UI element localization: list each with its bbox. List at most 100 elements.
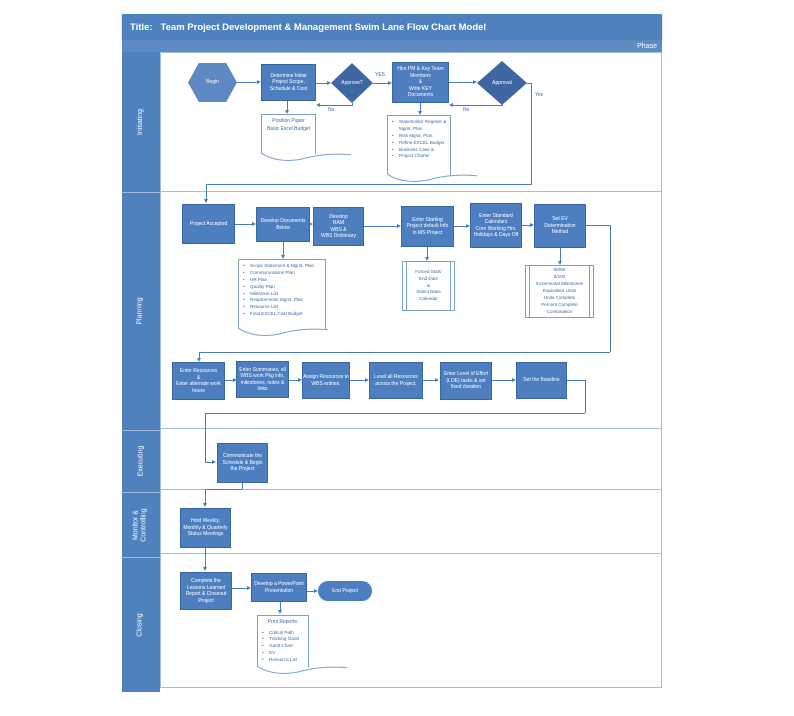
connector-complete-ppt (232, 588, 247, 589)
print-reports-title: Print Reports: (267, 619, 299, 625)
connector-ppt-end (307, 591, 314, 592)
lane-label-closing: Closing (122, 557, 160, 692)
project-accepted-process: Project Accepted (182, 204, 235, 244)
arrowhead (530, 223, 534, 227)
enter-summaries-process: Enter Summaries, all WBS work Pkg info, … (236, 361, 289, 398)
connector-ppt-printdoc (280, 602, 281, 610)
list-item: •Tracking Gantt (262, 636, 299, 642)
arrowhead (388, 81, 392, 85)
connector-approve-hire (373, 83, 388, 84)
list-item: •Milestone List (243, 290, 279, 296)
arrowhead (425, 257, 429, 261)
determine-scope-process: Determine Initial Project Scope, Schedul… (261, 64, 316, 101)
connector-approve-no (320, 105, 353, 106)
connector-standard-setev (522, 225, 530, 226)
arrowhead (233, 378, 237, 382)
connector-hold-complete (205, 548, 206, 567)
connector-baseline-communicate (205, 413, 206, 462)
connector-approval-no (453, 105, 503, 106)
arrowhead (204, 199, 208, 203)
approval-no-label: No (463, 107, 470, 113)
develop-ram-wbs-process: Develop RAM WBS & WBS Dictionary (313, 207, 364, 246)
arrowhead (327, 81, 331, 85)
arrowhead (435, 378, 439, 382)
list-item: •Critical Path (262, 629, 294, 635)
lane-monitoring (160, 489, 662, 554)
connector-starting-standard (454, 226, 466, 227)
list-item: •Risk Mgmt. Plan (392, 132, 433, 138)
level-resources-process: Level all Resources across the Project. (369, 362, 423, 399)
list-item: •Project Charter (392, 153, 430, 159)
diagram-title: Team Project Development & Management Sw… (160, 21, 487, 33)
arrowhead (397, 224, 401, 228)
arrowhead (247, 586, 251, 590)
arrowhead (466, 224, 470, 228)
document-wave-edge (261, 153, 351, 162)
set-ev-method-process: Set EV Determination Method (534, 204, 586, 248)
diagram-title-bar: Title: Team Project Development & Manage… (122, 14, 662, 40)
connector-accepted-developdocs (235, 224, 252, 225)
connector-baseline-communicate (205, 413, 585, 414)
print-reports-document: Print Reports: •Critical Path•Tracking G… (257, 615, 309, 667)
lane-closing (160, 553, 662, 688)
enter-resources-process: Enter Resources & Enter alternate work h… (172, 362, 225, 400)
list-item: •Resource List (243, 304, 279, 310)
arrowhead (197, 358, 201, 362)
end-project-terminator: End Project (318, 581, 372, 601)
list-item: •Requirements Mgmt. Plan (243, 297, 304, 303)
approval-yes-label: Yes (535, 92, 544, 98)
develop-powerpoint-process: Develop a PowerPoint Presentation (251, 573, 307, 602)
arrowhead (203, 503, 207, 507)
connector-baseline-communicate (567, 380, 585, 381)
list-item: •Gantt Chart (262, 643, 293, 649)
enter-standard-calendars-process: Enter Standard Calendars Core Working Hr… (470, 203, 522, 248)
list-item: •Stakeholder Register & Mgmt. Plan (392, 119, 447, 131)
arrowhead (281, 255, 285, 259)
enter-loe-process: Enter Level of Effort (LOE) tasks & set … (440, 362, 492, 400)
hire-pm-process: Hire PM & Key Team Members & Write KEY D… (392, 62, 449, 103)
lane-label-column: Initiating Planning Executing Monitor & … (122, 52, 160, 692)
approve-no-label: No (328, 107, 335, 113)
hold-meetings-process: Hold Weekly, Monthly & Quarterly Status … (180, 508, 231, 548)
complete-lessons-process: Complete the Lessons Learned Report & Cl… (180, 572, 232, 610)
connector-communicate-hold (242, 483, 243, 489)
list-item: •Final EXCEL Cost Budget (243, 311, 303, 317)
lane-label-monitoring: Monitor & Controlling (122, 492, 160, 557)
arrowhead (449, 103, 453, 107)
list-item: •Scope Statement & Mgmt. Plan (243, 263, 315, 268)
arrowhead (285, 110, 289, 114)
connector-developdocs-ram (309, 222, 313, 226)
approve-yes-label: YES (375, 72, 386, 78)
list-item: •Business Case & (392, 146, 434, 152)
arrowhead (203, 567, 207, 571)
connector-setev-row2 (586, 225, 610, 226)
arrowhead (212, 460, 216, 464)
connector-summaries-assign (289, 380, 299, 381)
connector-approval-yes (531, 83, 532, 184)
arrowhead (418, 111, 422, 115)
arrowhead (365, 378, 369, 382)
connector-level-loe (423, 380, 436, 381)
document-wave-edge (387, 174, 477, 183)
lane-label-executing: Executing (122, 430, 160, 492)
connector-begin-determine (237, 82, 257, 83)
connector-determine-positiondoc (287, 101, 288, 110)
position-paper-document: Position Paper Basic Excel Budget (261, 114, 316, 154)
list-item: •Quality Plan (243, 283, 275, 289)
document-wave-edge (238, 328, 328, 337)
connector-approve-no (352, 103, 353, 105)
arrowhead (558, 261, 562, 265)
connector-hire-approval (449, 82, 473, 83)
enter-starting-info-process: Enter Starting Project default Info in M… (401, 206, 454, 247)
connector-determine-approve (316, 83, 327, 84)
arrowhead (298, 378, 302, 382)
phase-label: Phase (637, 42, 657, 50)
planning-documents-list: •Scope Statement & Mgmt. Plan•Communicat… (238, 259, 326, 329)
connector-assign-level (350, 380, 366, 381)
connector-resources-summaries (225, 380, 233, 381)
set-baseline-process: Set the Baseline (516, 362, 567, 399)
list-item: •Communications Plan (243, 269, 295, 275)
connector-baseline-communicate (585, 380, 586, 413)
phase-header-bar: Phase (122, 40, 662, 52)
lane-label-planning: Planning (122, 192, 160, 430)
